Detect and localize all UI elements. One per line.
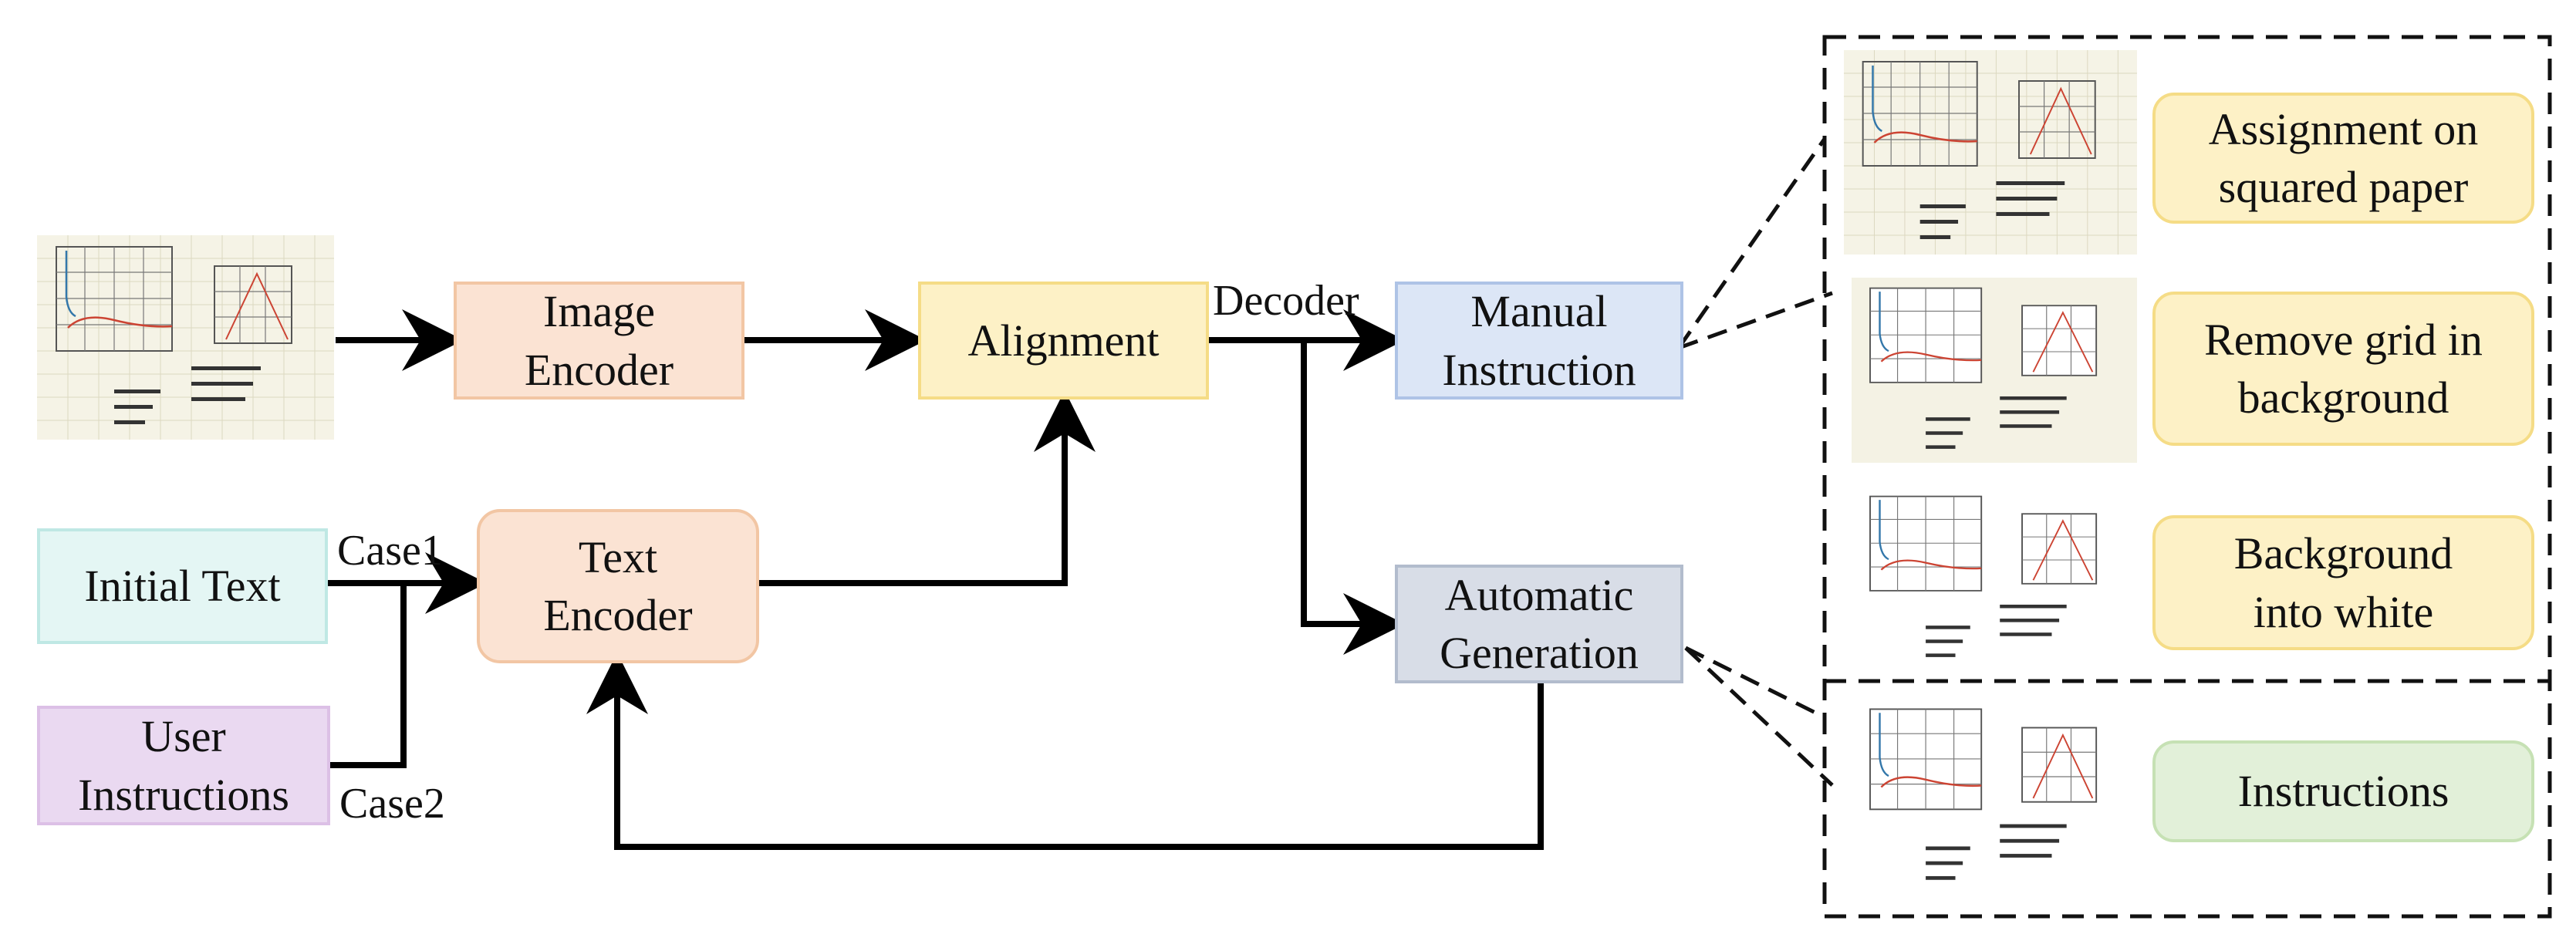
alignment-node: Alignment [918,282,1209,400]
option-remove-grid-line1: Remove grid in [2204,314,2483,365]
automatic-generation-line2: Generation [1440,628,1639,678]
edge-feedback-loop [586,653,1544,850]
callout-auto-bottom [1684,646,1834,787]
image-encoder-line2: Encoder [524,344,674,395]
case2-label: Case2 [339,780,445,828]
option-assignment-squared-line2: squared paper [2218,162,2469,212]
initial-text-label: Initial Text [84,561,281,612]
decoder-label: Decoder [1213,277,1359,325]
callout-manual-bottom [1678,291,1833,350]
initial-text-node: Initial Text [37,528,328,644]
output-panel [1822,35,2552,919]
option-instructions: Instructions [2152,740,2534,842]
option-background-white-line2: into white [2253,586,2434,637]
image-encoder-node: Image Encoder [454,282,744,400]
edge-decoder-to-automatic [1301,340,1405,655]
option-background-white: Background into white [2152,515,2534,650]
output-image-squared [1844,50,2137,255]
text-encoder-node: Text Encoder [477,509,759,663]
text-encoder-line2: Encoder [543,590,693,640]
image-encoder-line1: Image [543,286,655,337]
user-instructions-line2: Instructions [78,769,289,820]
option-assignment-squared: Assignment on squared paper [2152,93,2534,224]
automatic-generation-line1: Automatic [1444,569,1634,620]
user-instructions-node: User Instructions [37,706,330,825]
option-remove-grid: Remove grid in background [2152,292,2534,446]
output-image-no-grid [1852,278,2137,463]
alignment-label: Alignment [967,315,1160,366]
option-background-white-line1: Background [2233,528,2453,579]
callout-manual-top [1676,137,1827,349]
output-image-instructions [1852,698,2137,895]
manual-instruction-line1: Manual [1470,286,1608,337]
edge-text-encoder-to-alignment [759,390,1096,586]
option-instructions-line1: Instructions [2237,766,2449,817]
manual-instruction-node: Manual Instruction [1395,282,1683,400]
callout-auto-top [1684,646,1826,720]
automatic-generation-node: Automatic Generation [1395,565,1683,683]
option-assignment-squared-line1: Assignment on [2208,103,2479,154]
manual-instruction-line2: Instruction [1442,344,1636,395]
input-assignment-image [37,235,334,440]
edge-case2 [329,583,407,768]
user-instructions-line1: User [141,711,226,762]
case1-label: Case1 [337,527,443,575]
text-encoder-line1: Text [578,531,658,582]
output-image-white [1852,486,2137,671]
option-remove-grid-line2: background [2237,373,2449,423]
